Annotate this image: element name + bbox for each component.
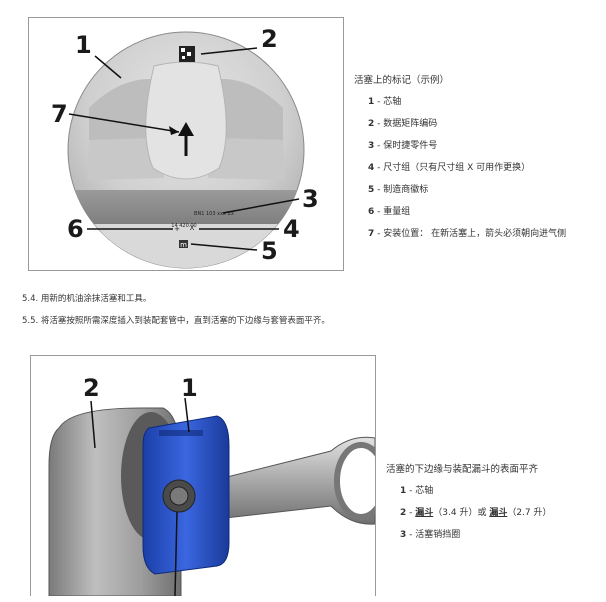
legend-item-7: 7 - 安装位置： 在新活塞上，箭头必须朝向进气侧 xyxy=(368,229,567,239)
callout-5: 5 xyxy=(261,237,278,265)
step-5-5: 5.5. 将活塞按照所需深度插入到装配套管中，直到活塞的下边缘与套管表面平齐。 xyxy=(22,316,330,326)
connecting-rod xyxy=(190,436,375,525)
callout-7: 7 xyxy=(51,100,68,128)
callout-4: 4 xyxy=(283,215,300,243)
legend-title: 活塞的下边缘与装配漏斗的表面平齐 xyxy=(386,464,539,475)
legend-item-3: 3 - 活塞销挡圈 xyxy=(400,530,461,540)
piston-sleeve-illustration: 2 1 xyxy=(48,374,375,596)
legend-item-6: 6 - 重量组 xyxy=(368,207,411,217)
part-number-engraving: BN1 103 xxx Zx xyxy=(194,211,234,217)
legend-title: 活塞上的标记（示例） xyxy=(354,75,450,86)
callout-2-funnel: 2 xyxy=(83,374,100,402)
legend-item-4: 4 - 尺寸组（只有尺寸组 X 可用作更换） xyxy=(368,163,531,173)
piston-crown-illustration: BN1 103 xxx Zx 14 420.00 X + m 1 2 3 4 5… xyxy=(51,25,319,269)
legend-item-2: 2 - 漏斗（3.4 升）或 漏斗（2.7 升） xyxy=(400,508,552,518)
legend-item-1: 1 - 芯轴 xyxy=(368,97,402,107)
manufacturer-logo: m xyxy=(180,241,187,249)
legend-item-3: 3 - 保时捷零件号 xyxy=(368,141,438,151)
engraving-line2: 14 420.00 xyxy=(171,223,196,229)
legend-item-1: 1 - 芯轴 xyxy=(400,486,434,496)
sleeve-legend: 活塞的下边缘与装配漏斗的表面平齐 1 - 芯轴 2 - 漏斗（3.4 升）或 漏… xyxy=(386,461,552,549)
funnel-link-3-4l[interactable]: 漏斗 xyxy=(415,508,434,518)
piston-crown-figure: BN1 103 xxx Zx 14 420.00 X + m 1 2 3 4 5… xyxy=(28,17,344,271)
piston-sleeve-figure: 2 1 xyxy=(30,355,376,596)
weight-group-mark: + xyxy=(174,225,180,233)
callout-3: 3 xyxy=(302,185,319,213)
step-5-4: 5.4. 用新的机油涂抹活塞和工具。 xyxy=(22,294,152,304)
callout-2: 2 xyxy=(261,25,278,53)
legend-item-2: 2 - 数据矩阵编码 xyxy=(368,119,438,129)
funnel-link-2-7l[interactable]: 漏斗 xyxy=(489,508,508,518)
size-group-mark: X xyxy=(190,224,195,232)
callout-1: 1 xyxy=(75,31,92,59)
callout-1-pin: 1 xyxy=(181,374,198,402)
legend-item-5: 5 - 制造商徽标 xyxy=(368,185,429,195)
piston-markings-legend: 活塞上的标记（示例） 1 - 芯轴 2 - 数据矩阵编码 3 - 保时捷零件号 … xyxy=(354,72,566,248)
callout-6: 6 xyxy=(67,215,84,243)
